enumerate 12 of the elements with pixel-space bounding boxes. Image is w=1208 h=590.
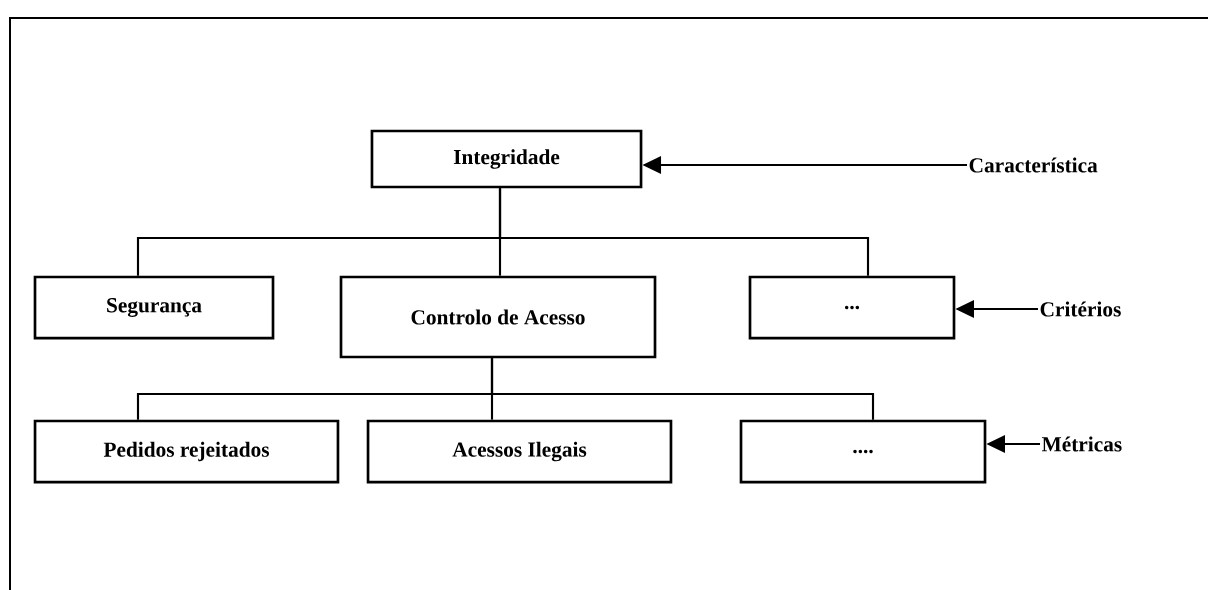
connector-line [490, 358, 875, 420]
box: Controlo de Acesso [339, 275, 657, 359]
box: .... [739, 419, 987, 484]
level-label: Métricas [1041, 436, 1122, 452]
box: ... [748, 275, 956, 340]
level-label: Critérios [1040, 301, 1121, 317]
box: Segurança [33, 275, 275, 340]
box: Pedidos rejeitados [33, 419, 340, 484]
connector-line [498, 188, 870, 276]
box: Acessos Ilegais [366, 419, 673, 484]
box: Integridade [370, 129, 643, 189]
level-label: Característica [969, 157, 1098, 173]
